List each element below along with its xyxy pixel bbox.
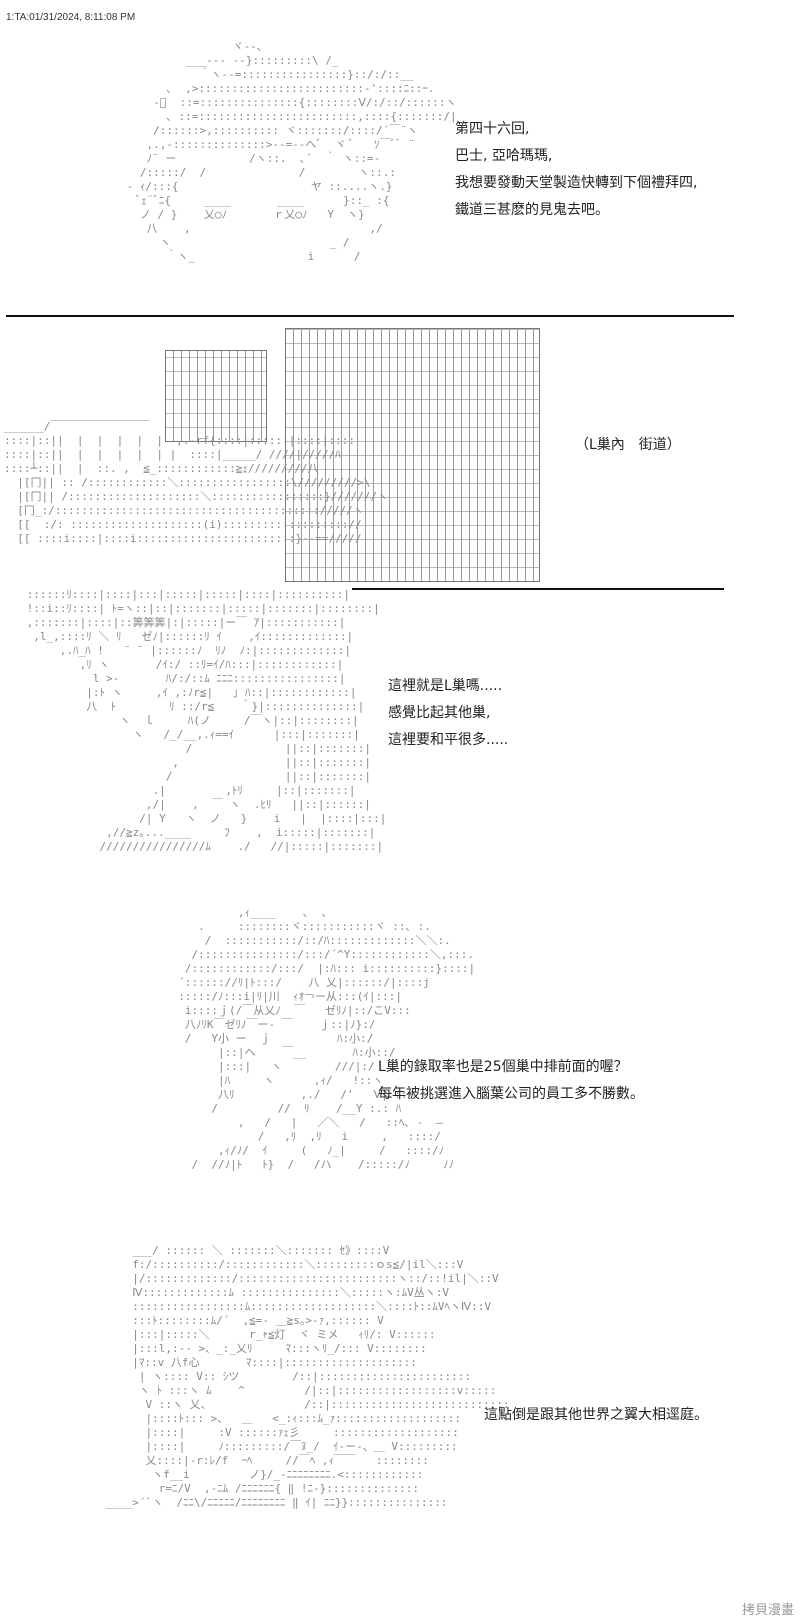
ascii-art-face-1: ヾ‐-､ ___--- --}:::::::::\ /_ ｀ヽ--=::::::… xyxy=(126,40,457,263)
dialog-line: 鐵道三甚麽的見鬼去吧。 xyxy=(455,202,609,218)
dialog-line: 巴士, 亞哈瑪瑪, xyxy=(455,148,553,164)
building-mid xyxy=(165,350,267,442)
building-tall-right xyxy=(285,328,540,582)
dialog-line: L巢的錄取率也是25個巢中排前面的喔？ xyxy=(378,1059,628,1075)
panel-divider xyxy=(352,588,724,590)
watermark-logo: 拷貝漫畫 xyxy=(741,1603,794,1618)
dialog-line: 每年被挑選進入腦葉公司的員工多不勝數。 xyxy=(378,1086,644,1102)
dialog-line: 第四十六回, xyxy=(455,121,530,137)
dialog-panel-4: L巢的錄取率也是25個巢中排前面的喔？ 每年被挑選進入腦葉公司的員工多不勝數。 xyxy=(378,1054,644,1108)
dialog-panel-3: 這裡就是L巢嗎..... 感覺比起其他巢, 這裡要和平很多..... xyxy=(388,673,508,754)
dialog-line: 感覺比起其他巢, xyxy=(388,705,491,721)
dialog-panel-5: 這點倒是跟其他世界之翼大相逕庭。 xyxy=(484,1402,708,1429)
dialog-line: 這裡要和平很多..... xyxy=(388,732,509,748)
ascii-art-figure-2: ::::::ﾘ::::|::::|:::|:::::|:::::|::::|::… xyxy=(26,588,387,853)
ascii-art-street: ______/￣￣￣￣￣￣￣￣￣ ::::|::|| | | | | | ,.-… xyxy=(4,420,388,545)
dialog-panel-2: （L巢內 街道） xyxy=(575,432,681,459)
dialog-line: 這裡就是L巢嗎..... xyxy=(388,678,503,694)
dialog-line: （L巢內 街道） xyxy=(575,437,681,453)
dialog-panel-1: 第四十六回, 巴士, 亞哈瑪瑪, 我想要發動天堂製造快轉到下個禮拜四, 鐵道三甚… xyxy=(455,116,697,224)
dialog-line: 我想要發動天堂製造快轉到下個禮拜四, xyxy=(455,175,698,191)
ascii-art-figure-4: ___/ :::::: ＼ :::::::＼::::::: ｾ》::::V f:… xyxy=(105,1244,510,1509)
dialog-line: 這點倒是跟其他世界之翼大相逕庭。 xyxy=(484,1407,708,1423)
ascii-art-figure-3: ,ｨ____ ､ ､ . ::::::::ヾ:::::::::::ヾ ::､ :… xyxy=(178,906,476,1171)
panel-divider xyxy=(6,315,734,317)
post-header-stamp: 1:TA:01/31/2024, 8:11:08 PM xyxy=(6,12,136,23)
